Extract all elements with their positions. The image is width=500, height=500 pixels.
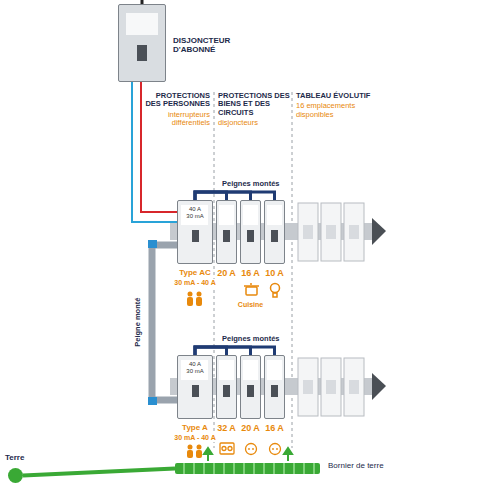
circuit-breaker: 16 A [264,355,285,419]
differential-switch: 40 A30 mAType AC30 mA - 40 A [177,200,213,264]
connector [23,469,175,476]
circuit-breaker: 16 ACuisine [240,200,261,264]
node-text: 30 mA - 40 A [173,279,217,287]
connector [195,347,275,355]
column-heading: PROTECTIONS DES BIENS ET DES CIRCUITS [218,92,290,117]
comb-label: Peignes montés [222,335,280,343]
node-text: Type AC [178,269,212,278]
node-text: Terre [5,454,24,463]
earth-arrow [204,448,292,461]
column-header: PROTECTIONS DES PERSONNES interrupteurs d… [144,92,210,129]
comb-end-cap [148,397,157,405]
connector-label: Peigne monté [135,297,143,348]
socket-icon [246,444,257,455]
node-text: 20 A [240,424,261,434]
earth-terminal: Terre [8,468,23,483]
node-text: 40 A [189,206,201,213]
node-text: Type A [181,424,209,433]
column-subtitle: disjoncteurs [218,119,290,127]
comb-end-cap [148,240,157,248]
column-subtitle: 16 emplacements disponibles [296,102,372,119]
node-text: 20 A [216,269,237,279]
bulb-icon [271,284,280,298]
node-text: 30 mA [186,213,203,220]
empty-slot [298,203,364,416]
hob-icon [220,443,234,454]
node-text: 16 A [240,269,261,279]
connector [152,245,177,400]
comb-label: Peignes montés [222,180,280,188]
people-icon [187,445,202,459]
circuit-breaker: 32 A [216,355,237,419]
node-text: Cuisine [237,301,264,309]
slot-detail [303,225,359,394]
socket-icon [270,444,281,455]
node-text: DISJONCTEUR D'ABONNÉ [173,37,265,55]
column-subtitle: interrupteurs différentiels [144,111,210,128]
circuit-breaker: 10 A [264,200,285,264]
circuit-breaker: 20 A [240,355,261,419]
node-text: Bornier de terre [328,462,384,471]
node-text: 30 mA - 40 A [173,434,217,442]
earth-terminal-block: Bornier de terre [175,463,320,474]
node-text: 10 A [264,269,285,279]
column-header: PROTECTIONS DES BIENS ET DES CIRCUITS dis… [218,92,290,129]
cuisine-icon [244,283,259,295]
differential-switch: 40 A30 mAType A30 mA - 40 A [177,355,213,419]
circuit-breaker: 20 A [216,200,237,264]
main-breaker: DISJONCTEUR D'ABONNÉ [118,4,166,82]
node-text: 40 A [189,361,201,368]
node-text: 16 A [264,424,285,434]
node-text: 32 A [216,424,237,434]
people-icon [187,292,202,307]
node-text: 30 mA [186,368,203,375]
column-heading: TABLEAU ÉVOLUTIF [296,92,372,100]
column-heading: PROTECTIONS DES PERSONNES [144,92,210,109]
connector [195,192,275,200]
column-header: TABLEAU ÉVOLUTIF 16 emplacements disponib… [296,92,372,121]
